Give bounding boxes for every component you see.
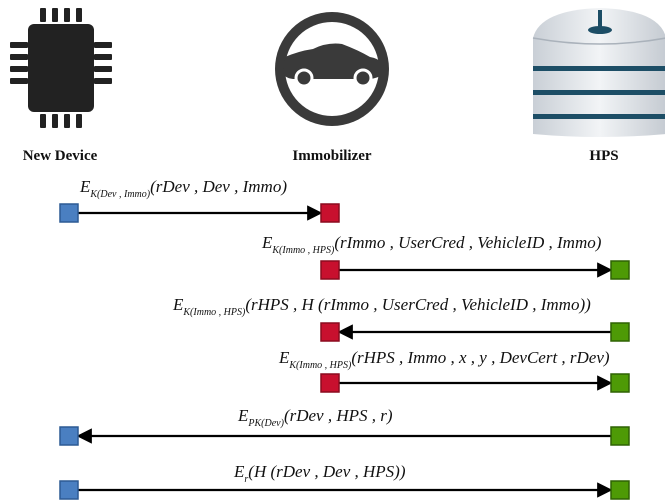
immobilizer-node: [320, 260, 340, 280]
hps-node: [610, 322, 630, 342]
car-icon: [275, 12, 389, 126]
hps-node: [610, 480, 630, 500]
entity-label-immobilizer: Immobilizer: [292, 148, 371, 164]
device-node: [59, 426, 79, 446]
chip-icon: [10, 8, 112, 128]
message-label: EK(Dev , Immo)(rDev , Dev , Immo): [79, 177, 287, 200]
immobilizer-node: [320, 322, 340, 342]
message-label: EK(Immo , HPS)(rHPS , Immo , x , y , Dev…: [278, 348, 610, 371]
server-icon: [532, 8, 665, 137]
hps-node: [610, 426, 630, 446]
entity-label-hps: HPS: [589, 148, 618, 164]
hps-node: [610, 373, 630, 393]
immobilizer-node: [320, 373, 340, 393]
entity-label-new-device: New Device: [23, 148, 98, 164]
message-label: Er(H (rDev , Dev , HPS)): [233, 462, 406, 485]
message-label: EK(Immo , HPS)(rImmo , UserCred , Vehicl…: [261, 233, 602, 256]
device-node: [59, 480, 79, 500]
device-node: [59, 203, 79, 223]
immobilizer-node: [320, 203, 340, 223]
message-label: EPK(Dev)(rDev , HPS , r): [237, 406, 393, 429]
hps-node: [610, 260, 630, 280]
message-label: EK(Immo , HPS)(rHPS , H (rImmo , UserCre…: [172, 295, 591, 318]
